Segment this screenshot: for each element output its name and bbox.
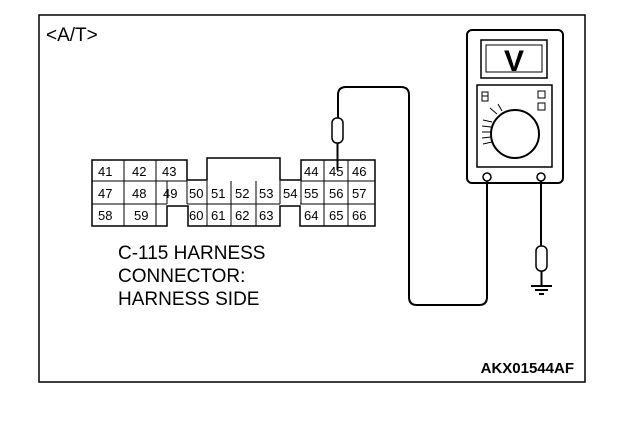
pin-46: 46 (352, 164, 366, 179)
pin-60: 60 (189, 208, 203, 223)
harness-connector: 41 42 43 44 45 46 47 48 49 50 51 52 53 5… (91, 157, 376, 227)
connector-label-line-1: C-115 HARNESS (118, 243, 265, 264)
multimeter-display-inner (485, 44, 543, 73)
pin-55: 55 (304, 186, 318, 201)
ground-symbol-icon (531, 285, 552, 295)
pin-47: 47 (98, 186, 112, 201)
probe-lead-positive (331, 86, 488, 306)
pin-49: 49 (163, 186, 177, 201)
pin-41: 41 (98, 164, 112, 179)
figure-frame (38, 14, 586, 383)
connector-outline (91, 157, 376, 227)
multimeter: V (466, 29, 564, 184)
dial-scale (481, 103, 503, 145)
ground-probe-icon (535, 245, 548, 272)
pin-58: 58 (98, 208, 112, 223)
figure-code: AKX01544AF (481, 360, 574, 377)
pin-66: 66 (352, 208, 366, 223)
jack-v-icon (536, 172, 546, 182)
connector-grid-middle (186, 181, 281, 226)
jack-com-icon (482, 172, 492, 182)
pin-52: 52 (235, 186, 249, 201)
selector-dial (490, 109, 540, 159)
probe-lead-ground (531, 181, 552, 295)
pin-51: 51 (211, 186, 225, 201)
pin-62: 62 (235, 208, 249, 223)
connector-grid-right (300, 160, 375, 226)
pin-65: 65 (329, 208, 343, 223)
probe-tip-icon (331, 117, 344, 144)
pin-63: 63 (259, 208, 273, 223)
pin-59: 59 (134, 208, 148, 223)
connector-label-line-2: CONNECTOR: (118, 266, 245, 287)
pin-48: 48 (132, 186, 146, 201)
pin-42: 42 (132, 164, 146, 179)
voltage-symbol: V (504, 45, 524, 78)
pin-57: 57 (352, 186, 366, 201)
pin-53: 53 (259, 186, 273, 201)
connector-grid-left (92, 160, 187, 226)
pin-44: 44 (304, 164, 318, 179)
pin-54: 54 (283, 186, 297, 201)
switch-right-top-icon (537, 90, 546, 99)
switch-right-bottom-icon (537, 102, 546, 111)
connector-label-line-3: HARNESS SIDE (118, 289, 259, 310)
pin-50: 50 (189, 186, 203, 201)
pin-64: 64 (304, 208, 318, 223)
multimeter-dial-panel (476, 84, 553, 168)
pin-56: 56 (329, 186, 343, 201)
pin-45: 45 (329, 164, 343, 179)
pin-43: 43 (162, 164, 176, 179)
mode-label: <A/T> (46, 25, 98, 46)
pin-61: 61 (211, 208, 225, 223)
